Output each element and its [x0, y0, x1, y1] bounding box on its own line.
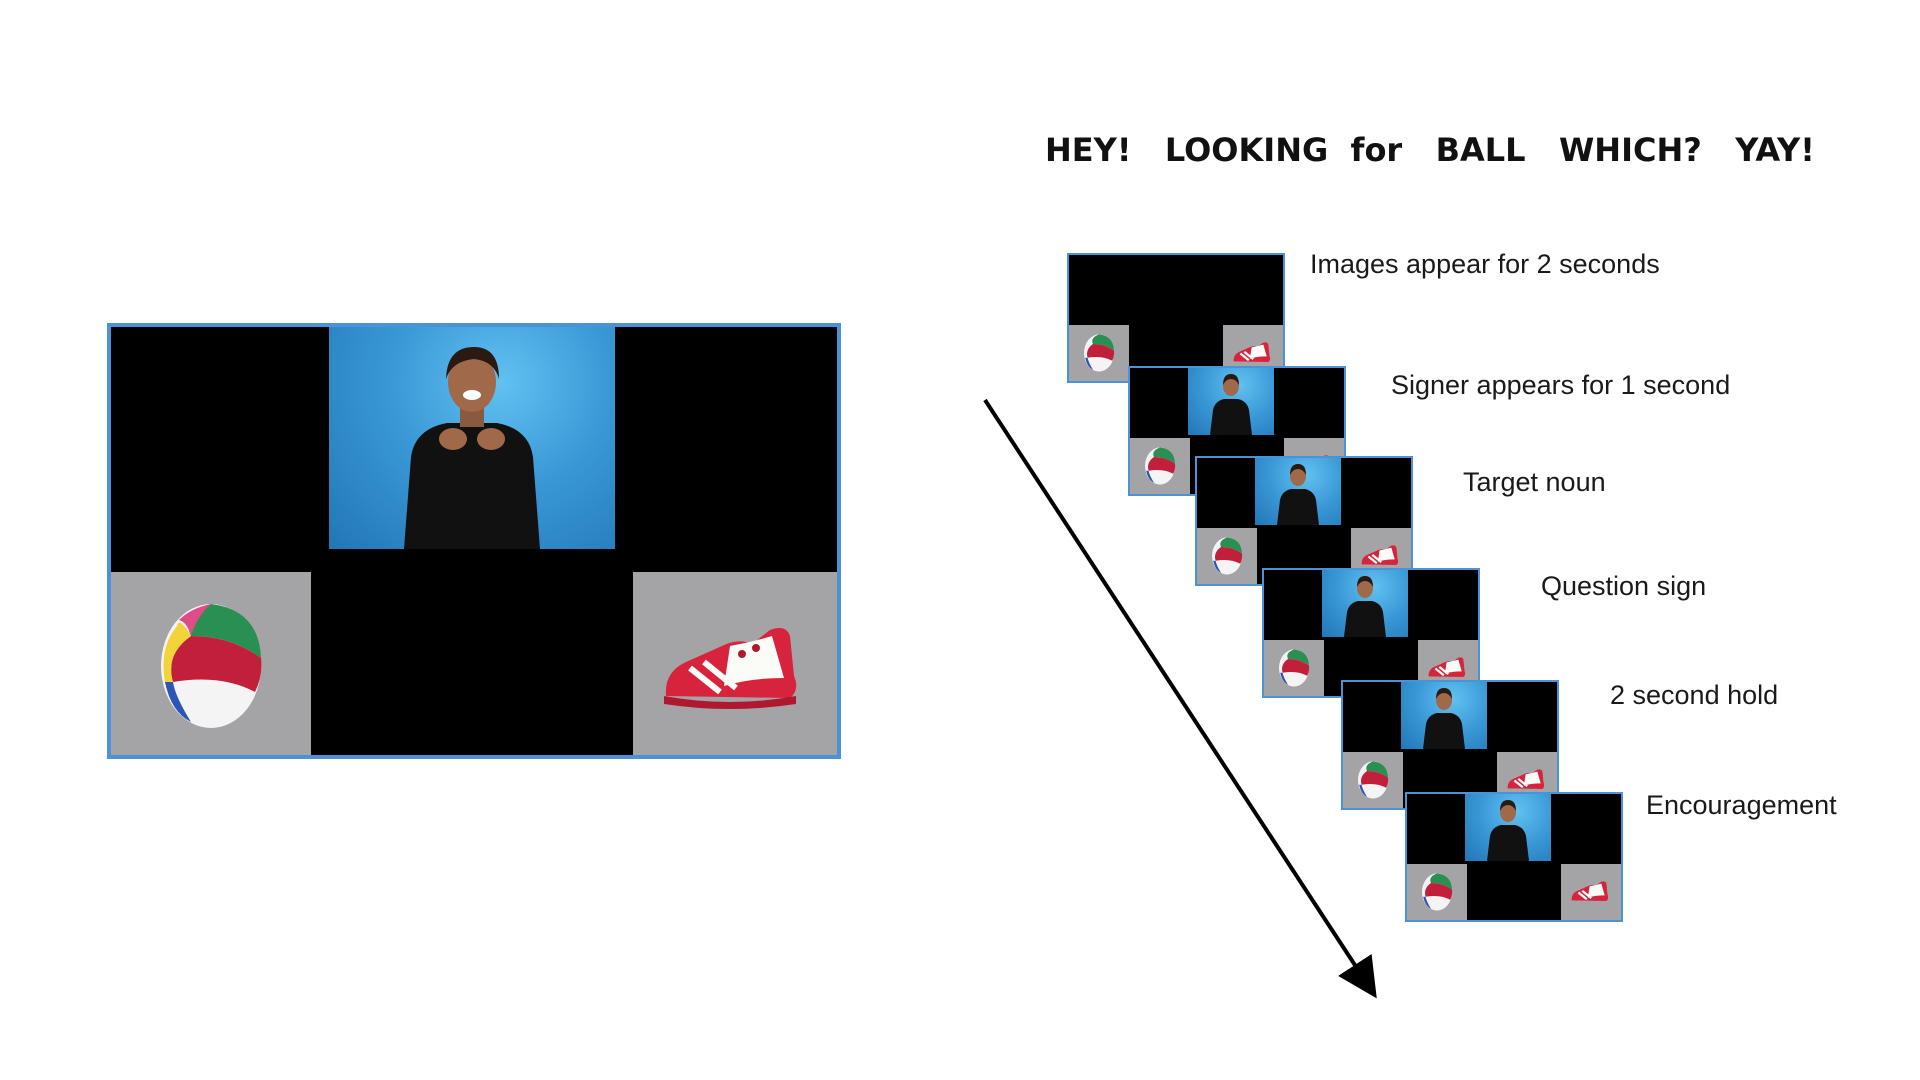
- beach-ball-icon: [1084, 334, 1115, 372]
- signer-figure-icon: [1210, 374, 1252, 435]
- signer-figure-icon: [1423, 688, 1465, 749]
- trial-step-label: Question sign: [1541, 571, 1707, 601]
- red-sneaker-icon: [1233, 342, 1271, 362]
- shoe-picture[interactable]: [633, 572, 837, 755]
- signer-figure-icon: [1344, 576, 1386, 637]
- beach-ball-icon: [1358, 761, 1389, 799]
- example-trial-screen: [107, 323, 841, 759]
- red-sneaker-icon: [1428, 657, 1466, 677]
- trial-step-frame: [1195, 456, 1413, 586]
- ball-picture: [1264, 640, 1324, 696]
- red-sneaker-icon: [1507, 769, 1545, 789]
- trial-step-label: Target noun: [1463, 467, 1606, 497]
- trial-step-frame: [1067, 253, 1285, 383]
- ball-picture: [1197, 528, 1257, 584]
- beach-ball-icon: [161, 603, 262, 728]
- signer-video-panel: [1255, 458, 1341, 525]
- red-sneaker-icon: [664, 627, 797, 709]
- shoe-picture: [1561, 864, 1621, 920]
- ball-picture: [1130, 438, 1190, 494]
- beach-ball-icon: [1212, 537, 1243, 575]
- sign-gloss-title: HEY! LOOKING for BALL WHICH? YAY!: [1045, 131, 1815, 169]
- signer-video-panel: [1465, 794, 1551, 861]
- trial-step-frame: [1262, 568, 1480, 698]
- signer-figure-icon: [1277, 464, 1319, 525]
- signer-video-panel: [1401, 682, 1487, 749]
- ball-picture[interactable]: [111, 572, 311, 755]
- beach-ball-icon: [1422, 873, 1453, 911]
- signer-video-panel: [329, 327, 615, 549]
- ball-picture: [1069, 325, 1129, 381]
- trial-step-frame: [1341, 680, 1559, 810]
- red-sneaker-icon: [1361, 545, 1399, 565]
- trial-step-label: 2 second hold: [1610, 680, 1779, 710]
- signer-video-panel: [1322, 570, 1408, 637]
- beach-ball-icon: [1279, 649, 1310, 687]
- ball-picture: [1343, 752, 1403, 808]
- trial-step-label: Images appear for 2 seconds: [1310, 249, 1660, 279]
- red-sneaker-icon: [1571, 881, 1609, 901]
- ball-picture: [1407, 864, 1467, 920]
- trial-step-frame: [1405, 792, 1623, 922]
- trial-step-label: Signer appears for 1 second: [1391, 370, 1731, 400]
- beach-ball-icon: [1145, 447, 1176, 485]
- signer-figure-icon: [1487, 800, 1529, 861]
- signer-video-panel: [1188, 368, 1274, 435]
- trial-step-label: Encouragement: [1646, 790, 1837, 820]
- signer-figure-icon: [404, 347, 540, 549]
